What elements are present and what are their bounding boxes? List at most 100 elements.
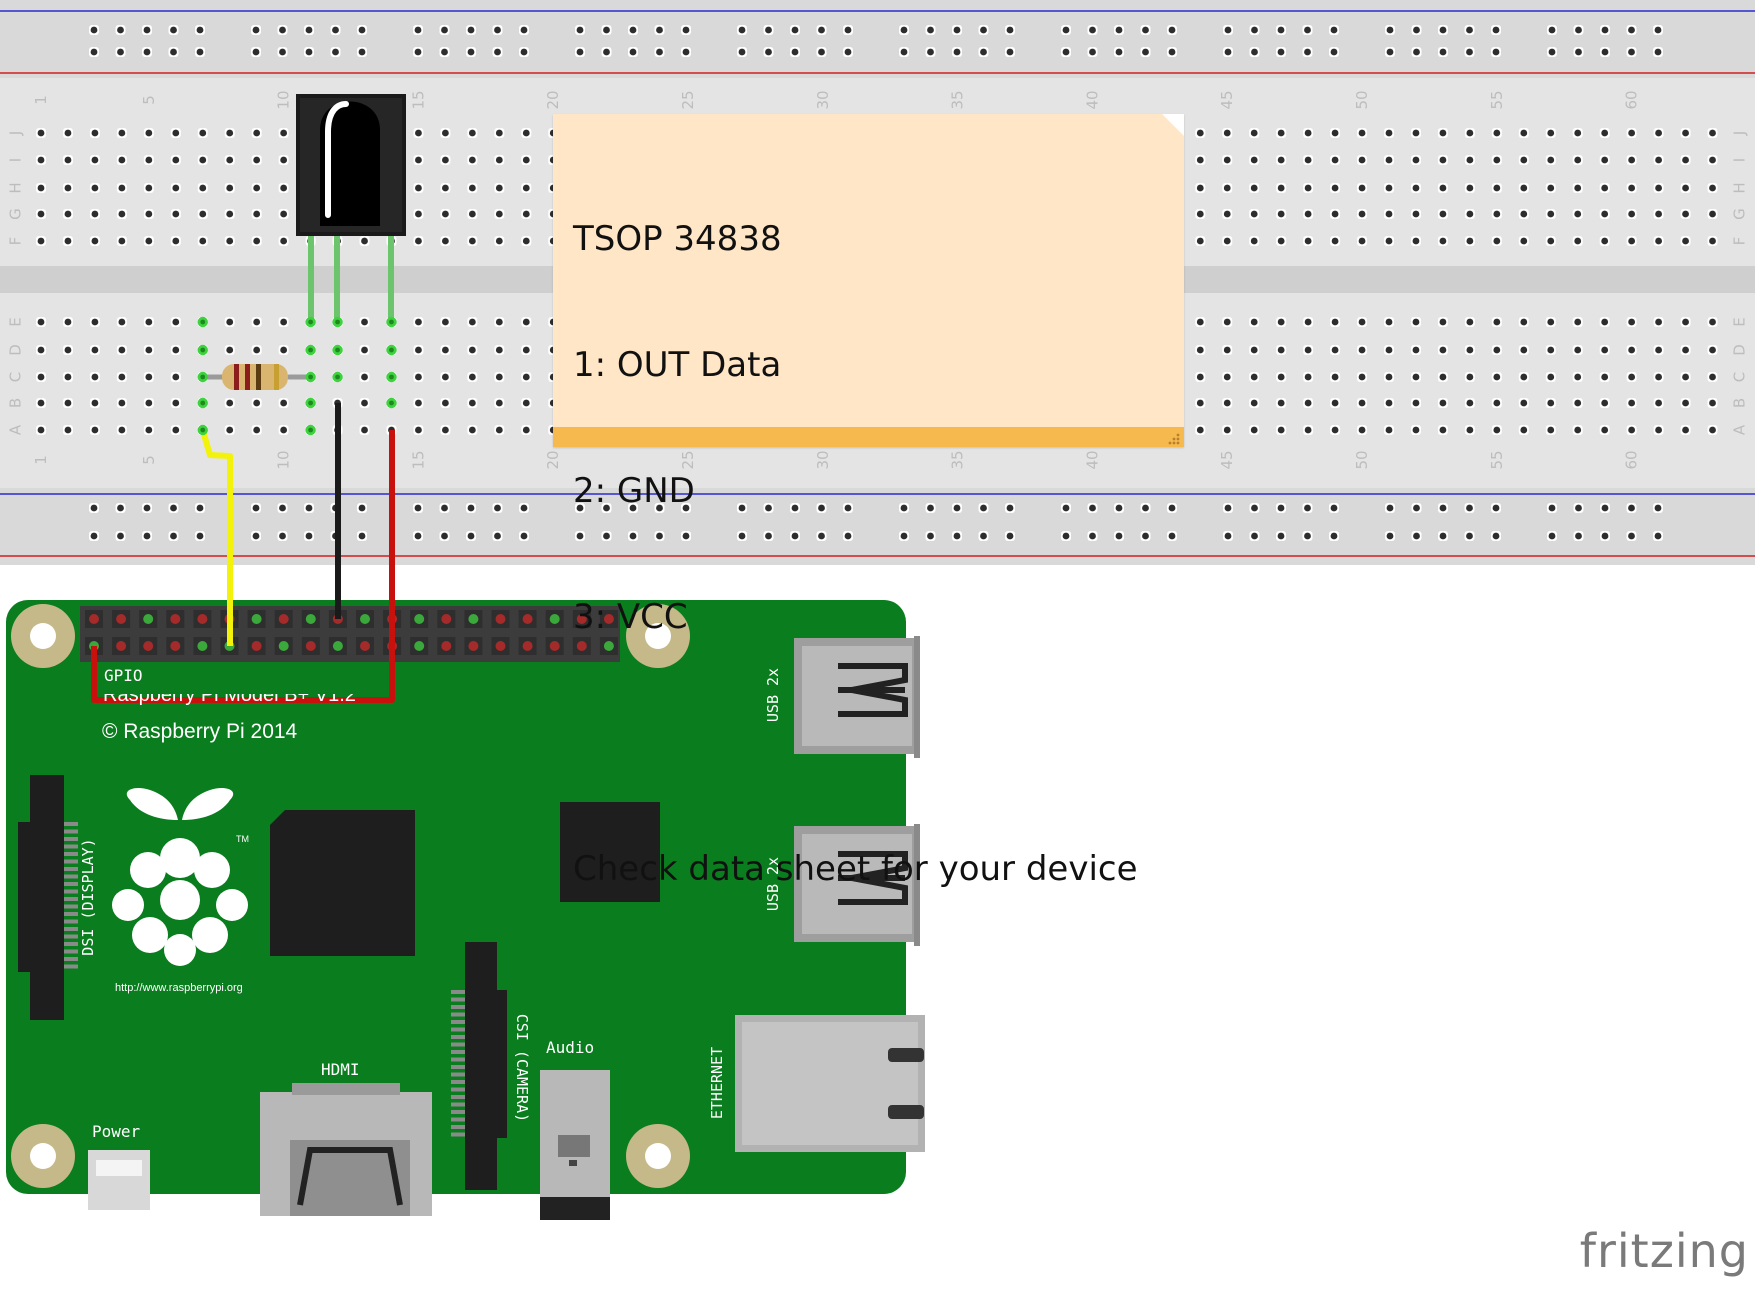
column-number: 20 — [544, 90, 562, 109]
rail-hole — [277, 503, 288, 513]
breadboard-hole — [1626, 128, 1637, 138]
rail-hole — [251, 47, 261, 57]
rail-hole — [925, 531, 936, 541]
row-letter: D — [1731, 344, 1749, 356]
breadboard-hole — [1680, 372, 1691, 382]
dsi-tooth — [64, 889, 78, 894]
gpio-pin — [545, 637, 564, 655]
tm-label: TM — [236, 834, 249, 844]
breadboard-hole — [494, 128, 505, 138]
breadboard-hole — [1330, 372, 1341, 382]
copyright-label: © Raspberry Pi 2014 — [102, 720, 298, 743]
dsi-connector — [18, 775, 78, 1020]
breadboard-hole — [251, 345, 262, 355]
breadboard-hole — [1518, 183, 1529, 193]
gpio-header — [80, 606, 620, 662]
breadboard-hole — [1464, 425, 1475, 435]
dsi-tooth — [64, 837, 78, 841]
rail-hole — [654, 25, 665, 35]
rail-hole — [1167, 531, 1177, 541]
resistor — [199, 364, 310, 390]
breadboard-hole — [143, 317, 154, 327]
breadboard-hole — [1410, 128, 1421, 138]
breadboard-hole — [278, 345, 289, 355]
csi-tooth — [451, 1117, 465, 1122]
gpio-pin — [410, 637, 429, 655]
breadboard-hole — [1545, 128, 1556, 138]
audio-label: Audio — [546, 1038, 595, 1057]
rail-hole — [115, 47, 126, 57]
breadboard-hole — [494, 398, 505, 408]
rail-hole — [925, 47, 936, 57]
breadboard-hole — [170, 155, 181, 165]
breadboard-hole — [1222, 345, 1233, 355]
rail-hole — [1411, 25, 1422, 35]
breadboard-hole — [467, 372, 478, 382]
column-number: 30 — [814, 90, 832, 109]
gpio-pin — [112, 610, 131, 628]
gpio-pin — [112, 637, 131, 655]
rail-hole — [681, 531, 691, 541]
breadboard-hole — [359, 425, 370, 435]
rail-hole — [115, 531, 126, 541]
gpio-pin — [356, 610, 374, 628]
rail-hole — [1249, 503, 1260, 513]
csi-tooth — [451, 1095, 465, 1099]
row-letter: C — [1731, 372, 1749, 382]
csi-tooth — [451, 1087, 465, 1092]
breadboard-hole — [1276, 209, 1287, 219]
breadboard-hole — [116, 236, 127, 246]
rail-hole — [1626, 531, 1637, 541]
rail-hole — [1329, 531, 1339, 541]
breadboard-hole — [89, 155, 100, 165]
rail-hole — [89, 47, 99, 57]
rail-hole — [1464, 503, 1475, 513]
breadboard-hole — [467, 155, 478, 165]
breadboard-hole — [1464, 236, 1475, 246]
connected-hole-highlight — [386, 316, 397, 328]
rail-hole — [737, 531, 747, 541]
rail-hole — [1223, 503, 1233, 513]
column-number: 45 — [1218, 90, 1236, 109]
resize-grip-icon[interactable] — [1166, 431, 1180, 445]
dsi-tooth — [64, 912, 78, 916]
breadboard-hole — [467, 209, 478, 219]
connected-hole-highlight — [332, 316, 343, 328]
breadboard-hole — [278, 398, 289, 408]
breadboard-hole — [1707, 128, 1718, 138]
breadboard-hole — [1249, 345, 1260, 355]
rail-hole — [1061, 531, 1071, 541]
rail-hole — [1385, 25, 1395, 35]
rail-hole — [1411, 47, 1422, 57]
rail-hole — [763, 531, 774, 541]
rail-hole — [899, 25, 909, 35]
row-letter: H — [7, 182, 25, 193]
rail-hole — [1411, 531, 1422, 541]
rail-hole — [816, 47, 827, 57]
rail-hole — [1653, 531, 1663, 541]
rail-hole — [1087, 531, 1098, 541]
rail-hole — [1167, 47, 1177, 57]
rail-hole — [790, 47, 800, 57]
rail-hole — [1626, 25, 1637, 35]
rail-hole — [519, 47, 529, 57]
breadboard-hole — [251, 155, 262, 165]
rail-hole — [1140, 531, 1151, 541]
breadboard-hole — [1518, 236, 1529, 246]
row-letter: J — [7, 131, 25, 136]
breadboard-hole — [1222, 425, 1233, 435]
row-letter: C — [7, 372, 25, 382]
breadboard-hole — [116, 155, 127, 165]
breadboard-hole — [1680, 236, 1691, 246]
rail-hole — [1061, 25, 1071, 35]
sticky-note[interactable]: TSOP 34838 1: OUT Data 2: GND 3: VCC Che… — [553, 114, 1184, 889]
breadboard-hole — [1680, 345, 1691, 355]
rail-hole — [601, 47, 612, 57]
breadboard-hole — [89, 345, 100, 355]
breadboard-hole — [413, 209, 424, 219]
rail-hole — [1573, 531, 1584, 541]
breadboard-hole — [413, 128, 424, 138]
breadboard-hole — [521, 372, 532, 382]
breadboard-hole — [62, 317, 73, 327]
